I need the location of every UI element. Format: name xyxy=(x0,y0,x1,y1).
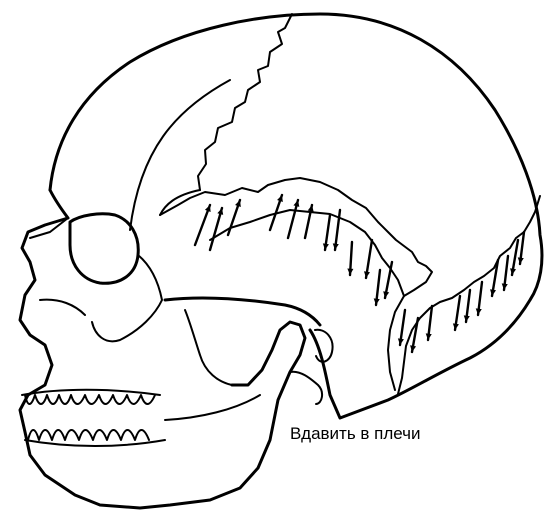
caption-text: Вдавить в плечи xyxy=(290,424,421,444)
lower-teeth xyxy=(25,430,165,446)
upper-teeth xyxy=(22,390,160,404)
facial-profile xyxy=(20,190,305,508)
temporal-squama xyxy=(160,178,432,296)
arrows-group xyxy=(195,195,524,352)
zygomatic-bone xyxy=(92,255,162,341)
mastoid-process xyxy=(290,330,333,404)
coronal-suture xyxy=(198,14,292,190)
direction-arrow-line xyxy=(195,205,210,245)
direction-arrow-head xyxy=(277,195,283,202)
orbit xyxy=(70,214,138,283)
mandible-body xyxy=(165,395,260,420)
cranium-outline xyxy=(50,14,542,418)
mandible-ramus xyxy=(185,310,232,385)
direction-arrow-head xyxy=(235,200,241,207)
temporal-line xyxy=(130,80,230,230)
direction-arrow-head xyxy=(347,269,353,275)
direction-arrow-line xyxy=(210,208,222,250)
